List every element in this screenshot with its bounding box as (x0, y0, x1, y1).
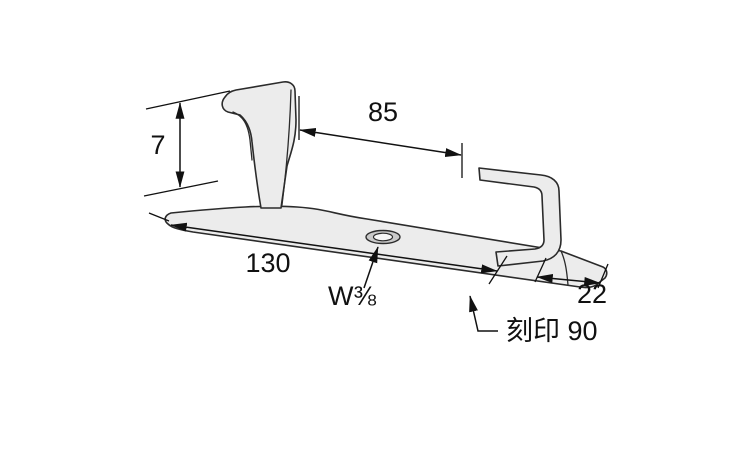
left-flange-bend-line (232, 111, 253, 161)
part-left-flange (221, 81, 297, 209)
stamp-leader-arrow (469, 295, 498, 332)
left-flange-edge-line (281, 89, 292, 206)
dim-plate-length: 130 (148, 212, 508, 285)
thread-size-label: W⅜ (328, 281, 376, 311)
stamp-label: 刻印 90 (506, 316, 598, 346)
dim-130-ext-left (148, 212, 170, 222)
thread-hole-inner (372, 232, 394, 242)
dim-7-label: 7 (150, 130, 165, 160)
dim-7-ext-bottom (143, 180, 219, 197)
dim-flange-height: 7 (143, 90, 231, 197)
dim-130-label: 130 (245, 248, 290, 278)
dim-flange-spacing: 85 (298, 96, 463, 178)
dim-end-width: 22 (534, 257, 609, 309)
dim-85-arrow (299, 127, 462, 158)
dimensions: 7 85 130 W⅜ (143, 90, 609, 346)
dim-85-label: 85 (368, 97, 398, 127)
dim-130-arrow (170, 222, 498, 274)
dim-thread-size: W⅜ (328, 246, 379, 311)
thread-hole (365, 229, 401, 245)
dim-22-label: 22 (577, 279, 607, 309)
dim-7-ext-top (145, 90, 231, 110)
dim-stamp-mark: 刻印 90 (469, 295, 598, 346)
thread-leader-arrow (363, 246, 379, 289)
dim-22-arrow (536, 274, 601, 286)
dim-130-ext-right (488, 255, 508, 285)
